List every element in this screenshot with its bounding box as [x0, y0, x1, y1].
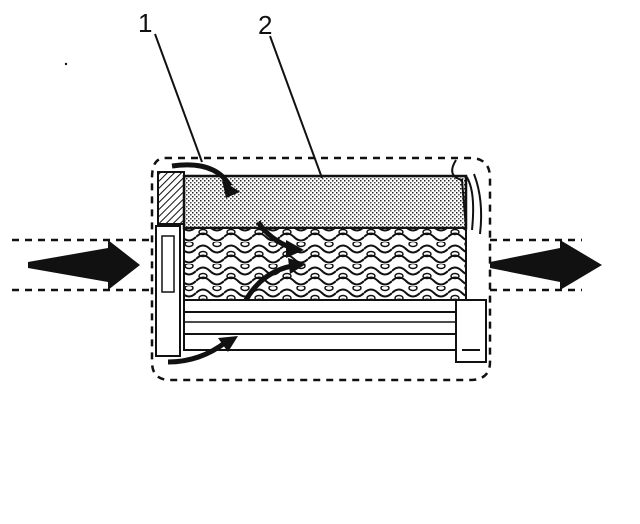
outlet-flow-arrow	[490, 238, 602, 292]
leader-lines	[154, 33, 323, 179]
inner-tube	[183, 299, 487, 363]
pleated-media-layer	[183, 227, 467, 301]
internal-flow-arrows	[167, 162, 306, 365]
callout-label-1: 1	[138, 8, 152, 38]
stray-dot	[64, 62, 68, 66]
callout-label-2: 2	[258, 10, 272, 40]
housing-outline	[150, 156, 492, 382]
fiber-media-layer	[182, 159, 483, 235]
filter-body	[155, 159, 487, 363]
inlet-flow-arrow	[12, 238, 152, 292]
